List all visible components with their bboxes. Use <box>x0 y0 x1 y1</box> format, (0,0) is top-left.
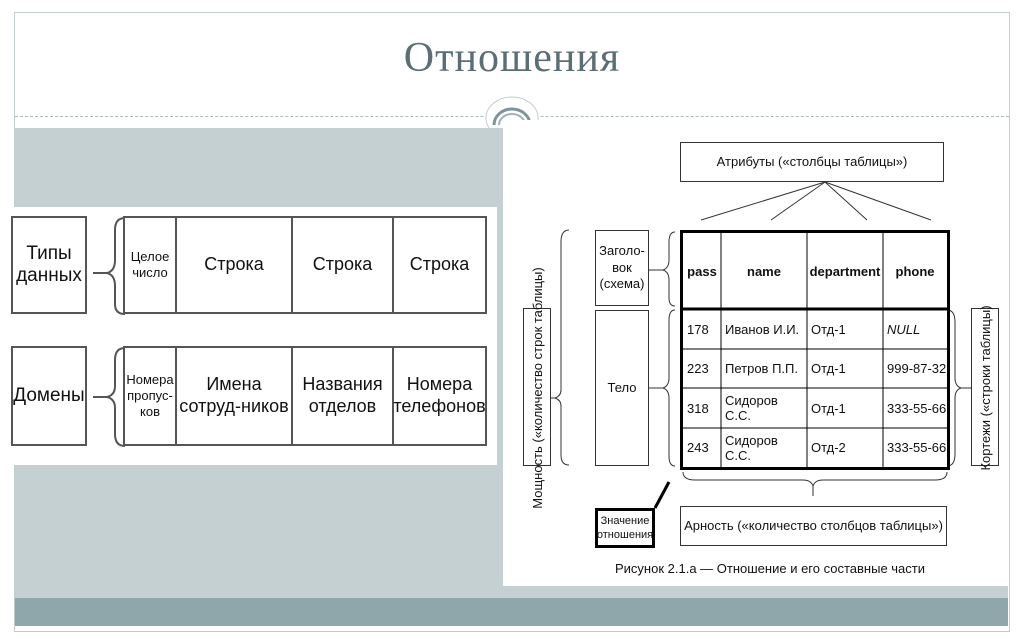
cell-divider <box>392 348 394 444</box>
table-cell: Отд-1 <box>811 400 846 416</box>
table-cell: 999-87-32 <box>887 361 947 376</box>
table-cell: Иванов И.И. <box>725 321 800 337</box>
data-types-row: Целое число Строка Строка Строка <box>123 216 487 314</box>
footer-band <box>15 598 1008 626</box>
cell-divider <box>291 218 293 312</box>
column-header: phone <box>895 263 935 279</box>
tuples-box: Кортежи («строки таблицы) <box>971 305 999 471</box>
table-cell: 318 <box>687 400 709 416</box>
domains-label: Домены <box>11 346 87 446</box>
type-cell: Строка <box>312 254 373 275</box>
relation-figure: Атрибуты («столбцы таблицы») Заголо-вок … <box>503 120 1008 586</box>
cell-divider <box>175 218 177 312</box>
cardinality-box: Мощность («количество строк таблицы) <box>523 267 551 509</box>
table-cell: Отд-1 <box>811 361 846 376</box>
arity-label: Арность («количество столбцов таблицы») <box>680 506 947 546</box>
relation-table: pass name department phone 178 Иванов И.… <box>680 230 950 470</box>
column-header: pass <box>687 263 717 279</box>
relation-grid <box>683 233 947 467</box>
cell-divider <box>392 218 394 312</box>
header-label: Заголо-вок (схема) <box>595 230 649 306</box>
table-cell: NULL <box>887 321 921 337</box>
domain-cell: Номера телефонов <box>393 374 486 416</box>
figure-caption: Рисунок 2.1.а — Отношение и его составны… <box>615 561 926 576</box>
table-cell: Сидоров С.С. <box>725 393 778 423</box>
domain-cell: Имена сотруд-ников <box>179 374 289 416</box>
tuples-label: Кортежи («строки таблицы) <box>978 305 994 471</box>
domain-cell: Номера пропус-ков <box>126 371 174 420</box>
body-label: Тело <box>595 310 649 466</box>
domains-brace-icon <box>93 347 126 447</box>
type-cell: Строка <box>204 254 264 275</box>
attributes-label: Атрибуты («столбцы таблицы») <box>680 142 944 182</box>
column-header: department <box>809 263 881 279</box>
figure-connectors <box>551 181 971 509</box>
slide-title: Отношения <box>403 35 621 81</box>
column-header: name <box>747 263 781 279</box>
table-cell: Петров П.П. <box>725 361 798 376</box>
cardinality-label: Мощность («количество строк таблицы) <box>530 267 546 509</box>
table-cell: 243 <box>687 440 709 455</box>
types-domains-panel: Типы данных Целое число Строка Строка Ст… <box>8 207 497 465</box>
table-cell: Отд-2 <box>811 440 846 455</box>
table-cell: 333-55-66 <box>887 400 947 416</box>
type-cell: Строка <box>409 254 470 275</box>
type-cell: Целое число <box>130 248 170 280</box>
domains-row: Номера пропус-ков Имена сотруд-ников Наз… <box>123 346 487 446</box>
relation-value-label: Значение отношения <box>595 508 655 548</box>
domain-cell: Названия отделов <box>302 374 383 416</box>
table-cell: 223 <box>687 361 709 376</box>
table-cell: Сидоров С.С. <box>725 432 778 463</box>
table-cell: Отд-1 <box>811 321 846 337</box>
table-cell: 333-55-66 <box>887 440 947 455</box>
table-cell: 178 <box>687 321 709 337</box>
cell-divider <box>291 348 293 444</box>
cell-divider <box>175 348 177 444</box>
data-types-label: Типы данных <box>11 216 87 314</box>
types-brace-icon <box>93 217 126 315</box>
